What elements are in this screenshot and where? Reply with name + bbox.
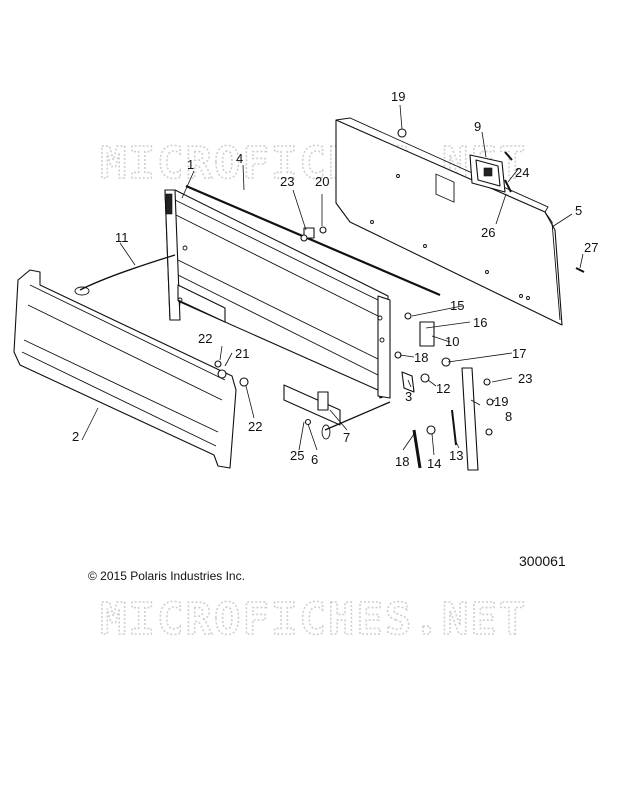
callout-2: 2 [72, 429, 79, 444]
callout-23c: 22 [248, 419, 262, 434]
fasteners [214, 128, 585, 469]
callout-18c: 18 [395, 454, 409, 469]
callout-10: 10 [445, 334, 459, 349]
callout-15: 15 [450, 298, 464, 313]
callout-23a: 22 [198, 331, 212, 346]
callout-3: 3 [405, 389, 412, 404]
callouts: 19 9 24 1 4 23 20 5 26 11 27 15 16 10 22… [72, 89, 598, 471]
bed-end-frame [164, 189, 391, 399]
gate-front-panel [13, 269, 237, 469]
callout-4: 4 [236, 151, 243, 166]
pivot-rod [185, 184, 441, 297]
callout-22: 21 [235, 346, 249, 361]
cable-bracket-7 [283, 384, 391, 440]
callout-7: 7 [343, 430, 350, 445]
callout-11: 11 [115, 230, 129, 245]
callout-26: 24 [515, 165, 529, 180]
watermark-bottom: MICROFICHES.NET [100, 594, 527, 645]
copyright-text: © 2015 Polaris Industries Inc. [88, 569, 245, 583]
callout-19b: 19 [494, 394, 508, 409]
callout-27: 25 [290, 448, 304, 463]
tailgate-panel [335, 117, 563, 326]
callout-9: 9 [474, 119, 481, 134]
callout-17: 17 [512, 346, 526, 361]
callout-6: 6 [311, 452, 318, 467]
callout-24: 23 [518, 371, 532, 386]
callout-19a: 18 [414, 350, 428, 365]
callout-5: 5 [575, 203, 582, 218]
callout-16: 16 [473, 315, 487, 330]
latch-striker [419, 321, 435, 347]
callout-29: 27 [584, 240, 598, 255]
leader-lines [81, 104, 584, 456]
callout-21: 20 [315, 174, 329, 189]
figure-number: 300061 [519, 553, 566, 569]
callout-25: 23 [280, 174, 294, 189]
callout-8: 8 [505, 409, 512, 424]
callout-28: 26 [481, 225, 495, 240]
callout-1: 1 [187, 157, 194, 172]
callout-14: 14 [427, 456, 441, 471]
support-bar [461, 367, 479, 471]
callout-20: 19 [391, 89, 405, 104]
callout-13: 13 [449, 448, 463, 463]
latch-handle [469, 154, 506, 193]
callout-12: 12 [436, 381, 450, 396]
cable-11 [74, 254, 176, 296]
